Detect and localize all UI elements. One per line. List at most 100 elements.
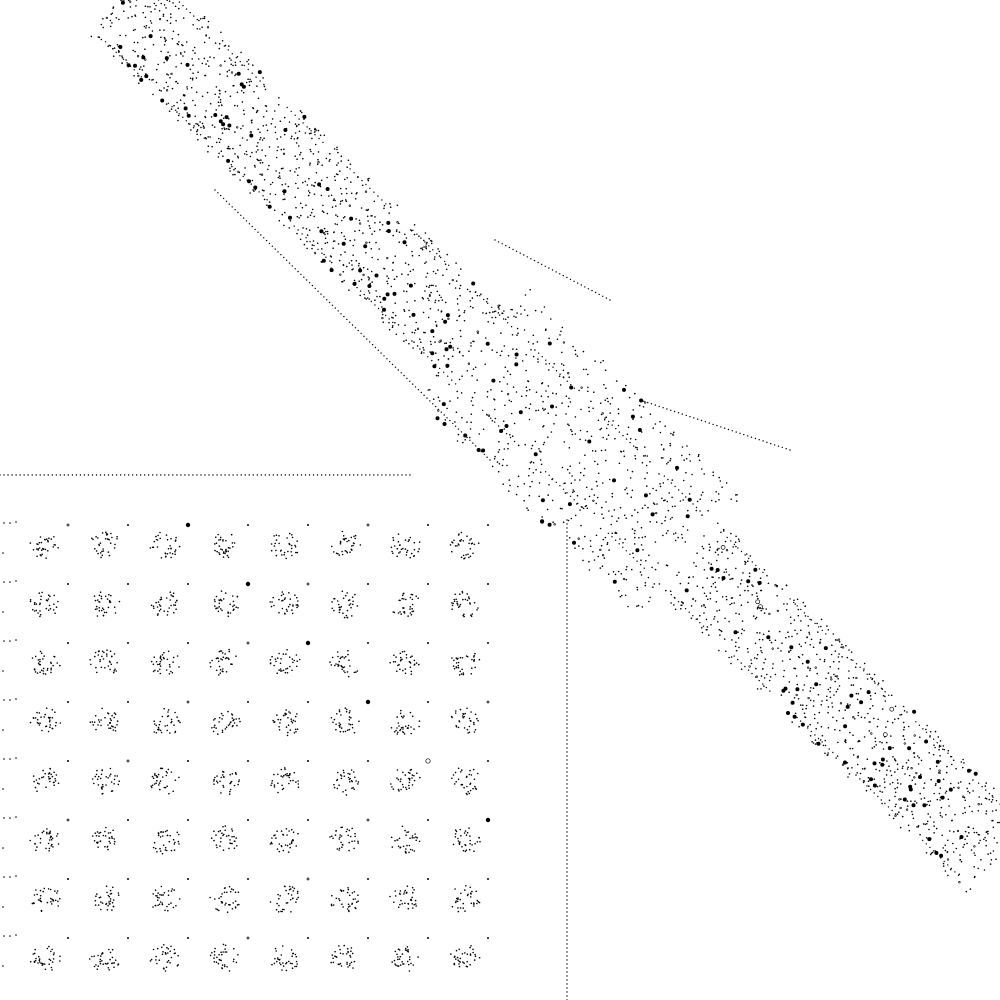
band-node <box>438 250 441 253</box>
cluster-dot <box>156 546 159 548</box>
edge-dot <box>401 474 403 476</box>
band-node <box>256 145 258 147</box>
band-node <box>756 688 759 690</box>
band-node <box>535 409 537 412</box>
cluster-dot <box>455 666 458 669</box>
edge-dot <box>702 625 705 627</box>
edge-dot <box>230 164 232 166</box>
cluster-dot <box>164 552 167 555</box>
edge-dot <box>305 237 307 239</box>
band-node <box>813 700 815 702</box>
edge-dot <box>371 344 374 346</box>
band-node <box>911 779 914 782</box>
edge-dot <box>409 474 411 476</box>
band-node <box>340 193 343 195</box>
band-node <box>574 433 577 435</box>
band-node <box>498 449 501 451</box>
edge-dot <box>859 778 861 780</box>
cluster-dot <box>347 834 350 837</box>
cluster-dot <box>278 726 280 728</box>
band-node <box>754 642 757 645</box>
band-node <box>282 198 285 201</box>
cluster-dot <box>398 552 400 554</box>
band-node <box>578 545 580 547</box>
edge-dot <box>670 482 673 484</box>
diagonal-node-band <box>90 0 1000 893</box>
row-marker <box>3 699 5 701</box>
band-node <box>646 485 648 487</box>
cluster-dot <box>466 707 468 710</box>
band-node <box>155 81 158 84</box>
band-node <box>402 240 407 245</box>
band-node <box>716 559 718 562</box>
band-node <box>247 63 250 65</box>
cluster-dot <box>390 727 393 729</box>
band-node <box>208 37 211 39</box>
cluster-dot <box>281 776 284 778</box>
band-node <box>176 111 178 113</box>
cluster-dot <box>151 546 154 549</box>
cluster-dot <box>98 832 100 834</box>
band-node <box>817 631 819 633</box>
cluster-dot <box>349 773 351 775</box>
band-node <box>966 835 968 837</box>
cluster-dot <box>451 777 453 780</box>
cluster-dot <box>106 538 109 540</box>
edge-dot <box>796 716 798 719</box>
band-node <box>218 152 220 155</box>
cluster-dot <box>337 552 339 555</box>
edge-dot <box>587 288 590 290</box>
band-node <box>350 192 353 195</box>
band-node <box>876 785 879 788</box>
edge-dot <box>762 571 764 574</box>
edge-dot <box>257 231 259 233</box>
band-node <box>991 810 994 812</box>
edge-dot <box>412 383 414 385</box>
cluster-dot <box>112 829 114 832</box>
edge-dot <box>137 72 139 75</box>
band-node <box>903 710 906 712</box>
cluster-dot <box>214 717 216 720</box>
cluster-dot <box>399 847 401 849</box>
band-node <box>492 311 494 313</box>
cluster-dot <box>339 540 342 543</box>
cluster-dot <box>296 551 299 554</box>
cluster-dot <box>418 720 421 722</box>
cluster-dot <box>227 615 230 618</box>
edge-dot <box>254 187 256 189</box>
cluster-dot <box>48 839 51 841</box>
cluster-dot <box>455 657 458 659</box>
band-node <box>523 499 525 502</box>
cluster-dot <box>158 610 161 612</box>
band-node <box>312 240 315 242</box>
band-node <box>579 509 581 511</box>
edge-dot <box>15 474 17 476</box>
band-node <box>525 369 527 372</box>
band-node <box>129 6 132 8</box>
edge-dot <box>501 429 504 431</box>
cluster-dot <box>352 786 354 789</box>
cluster-dot <box>108 593 110 596</box>
band-node <box>740 579 743 581</box>
cluster-dot <box>336 651 339 653</box>
band-node <box>366 215 369 218</box>
band-node <box>611 495 614 498</box>
band-node <box>674 505 676 508</box>
band-node <box>329 268 334 273</box>
cluster-dot <box>159 780 162 782</box>
band-node <box>800 722 805 727</box>
cluster-dot <box>237 783 239 786</box>
band-node <box>797 698 800 700</box>
cluster-dot <box>100 786 103 788</box>
cluster-dot <box>404 851 407 854</box>
cluster-dot <box>153 731 156 733</box>
cluster-dot <box>340 841 342 844</box>
band-node <box>619 595 622 598</box>
edge-dot <box>670 409 672 411</box>
band-node <box>637 511 639 514</box>
band-node <box>414 299 416 302</box>
cluster-marker <box>126 759 130 763</box>
band-node <box>170 72 173 76</box>
edge-dot <box>258 191 260 193</box>
band-node <box>408 283 413 288</box>
